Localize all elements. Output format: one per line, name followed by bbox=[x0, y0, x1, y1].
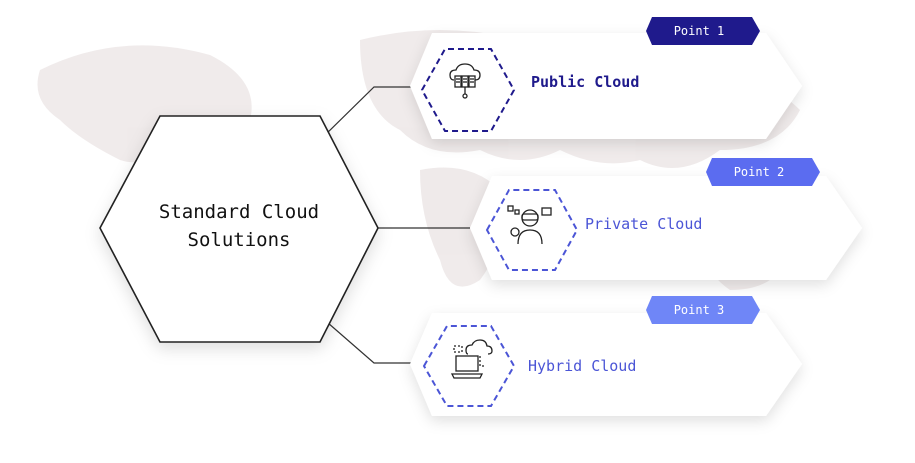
item-card-public-cloud: Public Cloud Point 1 bbox=[410, 17, 802, 139]
center-title-line-2: Solutions bbox=[188, 229, 291, 251]
item-3-badge-label: Point 3 bbox=[674, 303, 725, 317]
item-2-icon-hexagon bbox=[485, 189, 579, 271]
center-hexagon: Standard Cloud Solutions bbox=[99, 115, 379, 343]
item-1-icon-hexagon bbox=[420, 48, 516, 132]
item-3-label: Hybrid Cloud bbox=[528, 357, 636, 375]
item-2-badge-label: Point 2 bbox=[734, 165, 785, 179]
cloud-server-icon bbox=[449, 63, 481, 99]
item-card-private-cloud: Private Cloud Point 2 bbox=[470, 158, 862, 280]
item-1-badge-label: Point 1 bbox=[674, 24, 725, 38]
item-1-label: Public Cloud bbox=[531, 73, 639, 91]
vr-person-icon bbox=[507, 205, 552, 245]
item-1-badge bbox=[646, 17, 760, 45]
center-title-line-1: Standard Cloud bbox=[159, 201, 319, 223]
item-2-label: Private Cloud bbox=[585, 215, 702, 233]
item-2-badge bbox=[706, 158, 820, 186]
item-card-hybrid-cloud: Hybrid Cloud Point 3 bbox=[410, 296, 802, 416]
item-3-badge bbox=[646, 296, 760, 324]
laptop-cloud-icon bbox=[450, 339, 493, 379]
